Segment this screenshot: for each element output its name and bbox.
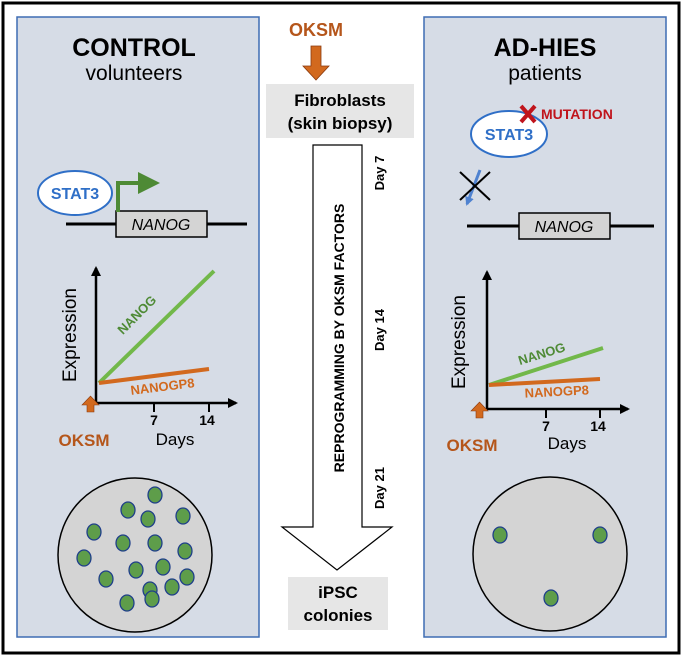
nanog-gene-label: NANOG <box>132 217 191 234</box>
reprogramming-arrow-text: REPROGRAMMING BY OKSM FACTORS <box>331 204 347 473</box>
stat3-ellipse <box>37 170 113 216</box>
colonies <box>76 486 195 612</box>
colony <box>155 558 171 576</box>
nanogp8-line-label: NANOGP8 <box>524 382 589 400</box>
oksm-label: OKSM <box>447 436 498 455</box>
ad-hies-panel: AD-HIES patients STAT3 MUTATION NANOG 7 … <box>423 16 667 638</box>
stat3-label: STAT3 <box>485 127 533 144</box>
colony <box>592 526 608 544</box>
colonies <box>492 526 608 607</box>
x-axis-label: Days <box>156 430 195 449</box>
day-21-label: Day 21 <box>372 467 387 509</box>
culture-dish <box>472 476 628 632</box>
stat3-label: STAT3 <box>51 186 99 203</box>
control-panel: CONTROL volunteers NANOG STAT3 7 14 Days… <box>16 16 260 638</box>
colony <box>128 561 144 579</box>
tick-label-7: 7 <box>542 418 550 434</box>
center-column: OKSM Fibroblasts (skin biopsy) REPROGRAM… <box>266 20 414 630</box>
colony <box>492 526 508 544</box>
ad-hies-title: AD-HIES <box>494 34 597 62</box>
colony <box>179 568 195 586</box>
nanog-gene-box <box>115 210 208 238</box>
reprogramming-arrow <box>280 144 394 571</box>
nanog-line <box>488 346 604 387</box>
colony <box>164 578 180 596</box>
colony <box>177 542 193 560</box>
day-14-label: Day 14 <box>372 308 387 351</box>
colony <box>115 534 131 552</box>
fibroblasts-label-line2: (skin biopsy) <box>288 114 393 133</box>
colony <box>120 501 136 519</box>
colony <box>147 534 163 552</box>
y-axis-label: Expression <box>449 295 470 389</box>
nanog-gene-label: NANOG <box>535 219 594 236</box>
colony <box>140 510 156 528</box>
stat3-ellipse <box>470 110 548 158</box>
oksm-up-arrow-icon <box>470 401 489 419</box>
control-title: CONTROL <box>72 34 196 62</box>
ipsc-box <box>288 577 388 630</box>
fibroblasts-box <box>266 84 414 138</box>
transcription-arrow-shaft <box>116 181 140 212</box>
colony <box>119 594 135 612</box>
block-x-icon <box>459 171 491 201</box>
colony <box>98 570 114 588</box>
tick-label-14: 14 <box>199 412 215 428</box>
ad-hies-subtitle: patients <box>508 62 582 85</box>
mutation-x-icon <box>519 104 537 124</box>
colony <box>543 589 559 607</box>
x-axis-label: Days <box>548 434 587 453</box>
transcription-arrow-icon <box>138 172 160 194</box>
oksm-down-arrow-icon <box>302 45 330 81</box>
colony <box>147 486 163 504</box>
tick-label-7: 7 <box>150 412 158 428</box>
nanog-gene-box <box>518 212 611 240</box>
control-subtitle: volunteers <box>86 62 183 85</box>
oksm-label: OKSM <box>59 431 110 450</box>
oksm-up-arrow-icon <box>81 395 100 413</box>
colony <box>175 507 191 525</box>
fibroblasts-label-line1: Fibroblasts <box>294 91 386 110</box>
day-7-label: Day 7 <box>372 156 387 191</box>
y-axis-label: Expression <box>60 288 81 382</box>
ipsc-label-line1: iPSC <box>318 583 358 602</box>
mutation-label: MUTATION <box>541 106 613 122</box>
ipsc-label-line2: colonies <box>304 606 373 625</box>
center-oksm-label: OKSM <box>289 20 343 40</box>
colony <box>144 590 160 608</box>
tick-label-14: 14 <box>590 418 606 434</box>
nanogp8-line <box>98 367 210 385</box>
colony <box>76 549 92 567</box>
nanog-line <box>97 269 216 385</box>
colony <box>86 523 102 541</box>
nanogp8-line <box>488 377 601 387</box>
